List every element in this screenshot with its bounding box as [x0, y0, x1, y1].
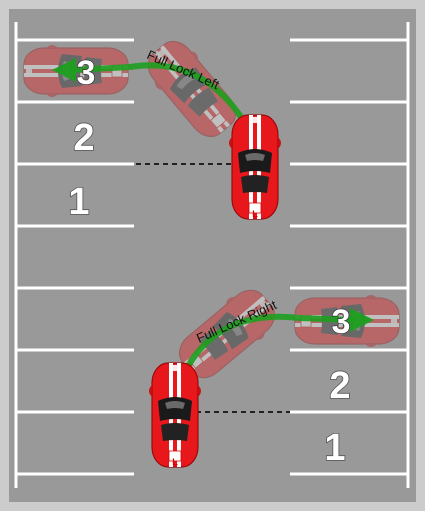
top-arrow-head-icon: [52, 58, 76, 82]
top-bay-number-2: 2: [73, 117, 94, 159]
left-bay-lines: [16, 38, 134, 476]
bottom-position-number-3: 3: [332, 303, 351, 341]
top-position-number-3: 3: [77, 54, 96, 92]
top-l-plate: L: [252, 209, 258, 219]
top-car-start: [228, 114, 282, 220]
right-bay-lines: [290, 38, 408, 476]
top-turn-arrow: [71, 62, 251, 131]
bottom-car-start: [148, 362, 202, 468]
bottom-l-plate: L: [172, 457, 178, 467]
bottom-bay-number-2: 2: [329, 365, 350, 407]
top-bay-number-1: 1: [68, 181, 89, 223]
bottom-arrow-head-icon: [350, 308, 374, 332]
bottom-bay-number-1: 1: [324, 427, 345, 469]
bottom-turn-arrow: [180, 313, 355, 379]
